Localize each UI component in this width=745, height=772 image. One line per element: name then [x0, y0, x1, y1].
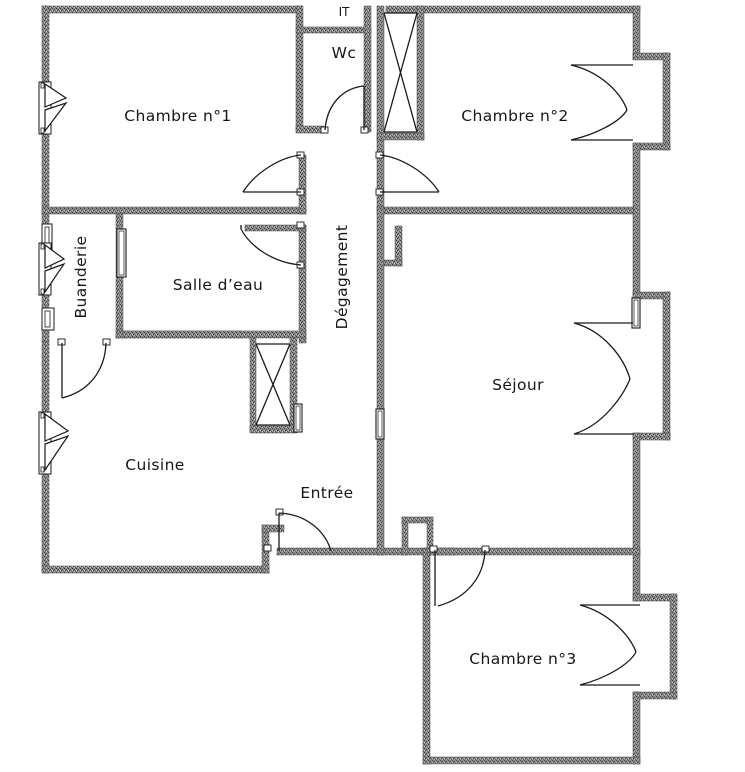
closet-lower — [255, 343, 291, 426]
label-chambre1: Chambre n°1 — [124, 107, 231, 125]
wall-exterior-bottom-chambre3 — [422, 756, 641, 765]
label-buanderie: Buanderie — [72, 236, 90, 319]
door-salledeau — [240, 221, 305, 269]
wall-sejour-top — [376, 206, 635, 215]
wall-sejour-bottom-right — [429, 547, 641, 556]
wall-sejour-left — [376, 206, 385, 556]
wall-chambre1-bottom — [41, 206, 307, 215]
windows — [38, 81, 641, 475]
wall-closet-top-left — [376, 5, 385, 141]
wall-wc-right — [363, 5, 372, 133]
label-degagement: Dégagement — [333, 225, 351, 330]
wall-wc-bottom-stub — [295, 125, 325, 134]
window-chambre1 — [38, 81, 68, 135]
closets — [255, 12, 418, 426]
door-chambre3 — [429, 545, 490, 607]
french-door-chambre2 — [570, 64, 633, 141]
door-wc — [320, 85, 369, 134]
wall-closet-top-bottom — [376, 132, 425, 141]
opening-buanderie-salledeau — [116, 228, 127, 278]
door-chambre1 — [242, 151, 305, 196]
label-it: IT — [339, 5, 351, 19]
window-cuisine — [38, 411, 70, 475]
wall-wc-left — [295, 5, 304, 133]
window-buanderie — [38, 242, 66, 296]
opening-sejour-left — [631, 297, 641, 329]
wall-closet-top-right — [416, 5, 425, 141]
wall-exterior-bottom-cuisine — [41, 565, 270, 574]
door-chambre2 — [375, 151, 440, 196]
wall-balcony2-right — [662, 52, 671, 151]
label-wc: Wc — [332, 44, 357, 62]
opening-degagement-sejour — [375, 408, 385, 440]
label-entree: Entrée — [300, 484, 353, 502]
wall-corridor-left-upper — [298, 154, 307, 215]
wall-cuisine-step-horiz — [261, 524, 285, 533]
wall-salledeau-bottom — [122, 330, 307, 339]
door-entree — [263, 508, 332, 552]
closet-upper — [383, 12, 418, 133]
wall-wc-top-divider — [295, 26, 372, 34]
wall-salledeau-stub — [244, 224, 307, 232]
french-door-sejour — [573, 322, 633, 435]
label-salledeau: Salle d’eau — [173, 276, 263, 294]
label-chambre3: Chambre n°3 — [469, 650, 576, 668]
wall-corridor-right-upper — [376, 154, 385, 208]
label-chambre2: Chambre n°2 — [461, 107, 568, 125]
door-buanderie — [57, 338, 111, 399]
label-sejour: Séjour — [492, 376, 544, 394]
wall-exterior-right-mid2 — [632, 432, 641, 602]
wall-balcony4-right — [669, 593, 678, 700]
wall-exterior-right-mid1 — [632, 142, 641, 299]
wall-closet-bottom-bottom — [249, 425, 298, 434]
wall-balcony3-right — [662, 291, 671, 441]
label-cuisine: Cuisine — [125, 456, 185, 474]
doors — [57, 64, 640, 686]
wall-closet-bottom-left — [249, 337, 257, 433]
room-labels: IT Wc Chambre n°1 Chambre n°2 Buanderie … — [72, 5, 576, 668]
opening-closet-bottom — [293, 403, 303, 433]
window-buanderie-lower — [41, 307, 55, 331]
french-door-chambre3 — [579, 604, 640, 686]
wall-exterior-right-top — [632, 5, 641, 60]
wall-niche-bottom — [383, 259, 403, 267]
wall-salledeau-right — [298, 224, 307, 344]
wall-chambre3-left — [422, 547, 431, 765]
wall-exterior-right-bottom — [632, 691, 641, 765]
wall-exterior-top-left — [41, 5, 303, 14]
